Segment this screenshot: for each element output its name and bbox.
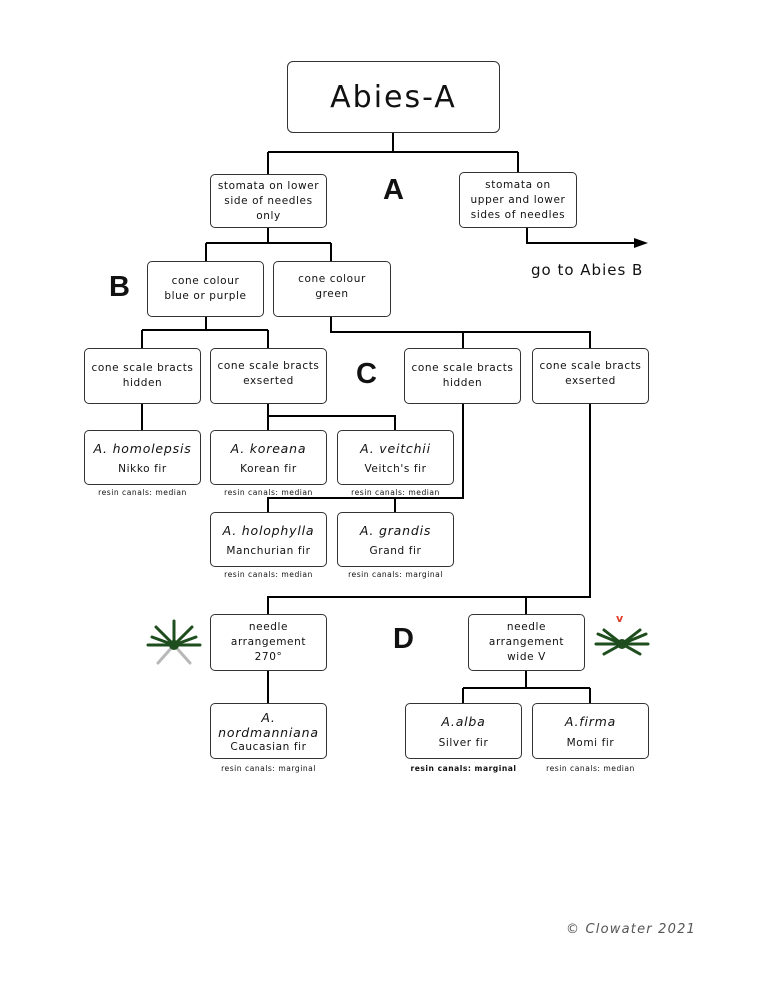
species-scientific-name: A. nordmanniana xyxy=(218,710,319,741)
species-common-name: Manchurian fir xyxy=(226,545,311,558)
node-stomata-both: stomata on upper and lower sides of need… xyxy=(459,172,577,228)
node-line: cone scale bracts xyxy=(91,362,194,374)
resin-canals-note: resin canals: marginal xyxy=(348,570,443,579)
species-common-name: Momi fir xyxy=(566,737,615,749)
node-line: hidden xyxy=(122,377,163,389)
needle-270-icon xyxy=(146,619,202,665)
node-line: hidden xyxy=(442,377,483,389)
section-letter-c: C xyxy=(356,358,377,390)
node-bracts-exserted-green: cone scale bracts exserted xyxy=(532,348,649,404)
node-line: needle arrangement xyxy=(488,621,565,648)
node-line: upper and lower xyxy=(470,193,566,206)
species-veitchii: A. veitchii Veitch's fir xyxy=(337,430,454,485)
species-scientific-name: A. holophylla xyxy=(222,522,315,538)
node-line: cone colour xyxy=(171,275,240,287)
resin-canals-note: resin canals: marginal xyxy=(410,764,517,773)
species-nordmanniana: A. nordmanniana Caucasian fir xyxy=(210,703,327,759)
node-cone-blue: cone colour blue or purple xyxy=(147,261,264,317)
resin-canals-note: resin canals: median xyxy=(98,488,187,497)
species-common-name: Caucasian fir xyxy=(230,740,307,753)
node-line: cone colour xyxy=(298,273,366,285)
section-letter-b: B xyxy=(109,271,130,303)
node-line: cone scale bracts xyxy=(539,360,642,372)
resin-canals-note: resin canals: marginal xyxy=(221,764,316,773)
species-firma: A.firma Momi fir xyxy=(532,703,649,759)
node-cone-green: cone colour green xyxy=(273,261,391,317)
node-needle-wide-v: needle arrangement wide V xyxy=(468,614,585,671)
species-scientific-name: A. homolepsis xyxy=(93,440,192,456)
species-common-name: Korean fir xyxy=(240,463,297,476)
node-line: exserted xyxy=(243,375,294,387)
node-line: blue or purple xyxy=(164,290,247,302)
species-alba: A.alba Silver fir xyxy=(405,703,522,759)
species-scientific-name: A.firma xyxy=(564,714,617,729)
node-line: stomata on lower xyxy=(217,179,320,192)
resin-canals-note: resin canals: median xyxy=(546,764,635,773)
node-bracts-hidden-green: cone scale bracts hidden xyxy=(404,348,521,404)
species-homolepsis: A. homolepsis Nikko fir xyxy=(84,430,201,485)
section-letter-d: D xyxy=(393,623,414,655)
resin-canals-note: resin canals: median xyxy=(224,488,313,497)
needle-wide-v-icon xyxy=(594,628,650,656)
species-scientific-name: A. koreana xyxy=(230,440,307,456)
species-scientific-name: A.alba xyxy=(441,714,486,729)
species-scientific-name: A. grandis xyxy=(359,522,432,538)
species-common-name: Grand fir xyxy=(369,545,422,558)
species-holophylla: A. holophylla Manchurian fir xyxy=(210,512,327,567)
node-line: cone scale bracts xyxy=(411,362,514,374)
node-stomata-lower: stomata on lower side of needles only xyxy=(210,174,327,228)
node-bracts-hidden-blue: cone scale bracts hidden xyxy=(84,348,201,404)
copyright-notice: © Clowater 2021 xyxy=(566,922,697,937)
node-line: wide V xyxy=(507,651,546,663)
node-bracts-exserted-blue: cone scale bracts exserted xyxy=(210,348,327,404)
species-common-name: Nikko fir xyxy=(118,463,167,476)
resin-canals-note: resin canals: median xyxy=(224,570,313,579)
section-letter-a: A xyxy=(383,174,404,206)
node-line: side of needles xyxy=(224,194,313,207)
node-line: needle arrangement xyxy=(230,621,307,648)
node-line: 270° xyxy=(254,651,283,663)
node-line: green xyxy=(315,288,349,300)
resin-canals-note: resin canals: median xyxy=(351,488,440,497)
page-title: Abies-A xyxy=(287,61,500,133)
arrow-right-icon xyxy=(634,238,648,248)
species-common-name: Silver fir xyxy=(438,737,489,749)
node-line: sides of needles xyxy=(470,208,566,221)
species-common-name: Veitch's fir xyxy=(364,463,427,476)
goto-abies-b-link: go to Abies B xyxy=(531,261,644,279)
node-needle-270: needle arrangement 270° xyxy=(210,614,327,671)
node-line: only xyxy=(256,209,281,222)
species-scientific-name: A. veitchii xyxy=(360,440,431,456)
node-line: stomata on xyxy=(485,178,551,191)
node-line: cone scale bracts xyxy=(217,360,320,372)
node-line: exserted xyxy=(565,375,616,387)
species-koreana: A. koreana Korean fir xyxy=(210,430,327,485)
v-mark-label: v xyxy=(616,612,624,625)
species-grandis: A. grandis Grand fir xyxy=(337,512,454,567)
